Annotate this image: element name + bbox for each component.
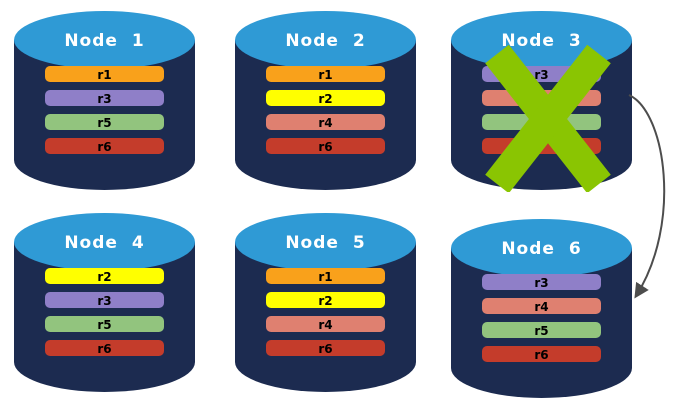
replica-label: r4 xyxy=(534,300,548,314)
replica-bar xyxy=(266,292,385,308)
node-title: Node 5 xyxy=(285,233,365,253)
replica-label: r3 xyxy=(97,92,111,106)
replica-bar xyxy=(266,114,385,130)
replica-bar xyxy=(266,268,385,284)
replica-label: r6 xyxy=(318,342,332,356)
replica-label: r4 xyxy=(318,116,332,130)
replica-label: r2 xyxy=(97,270,111,284)
replica-bar xyxy=(45,340,164,356)
cylinder-top xyxy=(14,213,195,271)
replica-bar xyxy=(45,138,164,154)
cylinder-top xyxy=(235,213,416,271)
node-title: Node 1 xyxy=(64,31,144,51)
node-2: Node 2 r1 r2 r4 r6 xyxy=(233,8,418,192)
replica-bar xyxy=(45,268,164,284)
replica-bar xyxy=(45,114,164,130)
replica-bar xyxy=(45,90,164,106)
replica-label: r5 xyxy=(97,318,111,332)
replica-bar xyxy=(266,66,385,82)
replica-label: r4 xyxy=(318,318,332,332)
replica-bar xyxy=(482,274,601,290)
node-5-cylinder: Node 5 r1 r2 r4 r6 xyxy=(235,213,416,392)
replica-label: r3 xyxy=(534,276,548,290)
replica-bar xyxy=(482,298,601,314)
node-3-cylinder: Node 3 r3 xyxy=(451,11,632,192)
node-3: Node 3 r3 xyxy=(449,8,634,192)
replica-bar xyxy=(266,316,385,332)
replica-bar xyxy=(45,316,164,332)
replica-bar xyxy=(45,292,164,308)
failure-x-icon xyxy=(485,44,611,192)
replica-bar xyxy=(266,340,385,356)
replica-label: r2 xyxy=(318,92,332,106)
replica-bar xyxy=(266,138,385,154)
node-1-cylinder: Node 1 r1 r3 r5 r6 xyxy=(14,11,195,191)
node-4-cylinder: Node 4 r2 r3 r5 r6 xyxy=(14,213,195,392)
replica-bar xyxy=(482,322,601,338)
node-2-cylinder: Node 2 r1 r2 r4 r6 xyxy=(235,11,416,191)
replica-label: r3 xyxy=(534,68,548,82)
node-6-cylinder: Node 6 r3 r4 r5 r6 xyxy=(451,219,632,398)
node-title: Node 3 xyxy=(501,31,581,51)
node-1: Node 1 r1 r3 r5 r6 xyxy=(12,8,197,192)
node-5: Node 5 r1 r2 r4 r6 xyxy=(233,210,418,394)
node-title: Node 2 xyxy=(285,31,365,51)
replica-label: r1 xyxy=(97,68,111,82)
node-title: Node 6 xyxy=(501,239,581,259)
node-6: Node 6 r3 r4 r5 r6 xyxy=(449,216,634,400)
replica-label: r3 xyxy=(97,294,111,308)
cylinder-top xyxy=(14,11,195,69)
replica-bar xyxy=(266,90,385,106)
replica-label: r6 xyxy=(534,348,548,362)
node-4: Node 4 r2 r3 r5 r6 xyxy=(12,210,197,394)
replica-label: r5 xyxy=(534,324,548,338)
cylinder-top xyxy=(235,11,416,69)
replica-bar xyxy=(45,66,164,82)
replica-label: r6 xyxy=(97,140,111,154)
replica-label: r6 xyxy=(318,140,332,154)
cylinder-top xyxy=(451,219,632,277)
replica-bar xyxy=(482,346,601,362)
node-title: Node 4 xyxy=(64,233,144,253)
replica-label: r2 xyxy=(318,294,332,308)
failure-x-stroke xyxy=(485,44,611,192)
arrow-path xyxy=(628,94,666,299)
replica-label: r1 xyxy=(318,270,332,284)
replica-label: r5 xyxy=(97,116,111,130)
replica-label: r6 xyxy=(97,342,111,356)
replica-label: r1 xyxy=(318,68,332,82)
